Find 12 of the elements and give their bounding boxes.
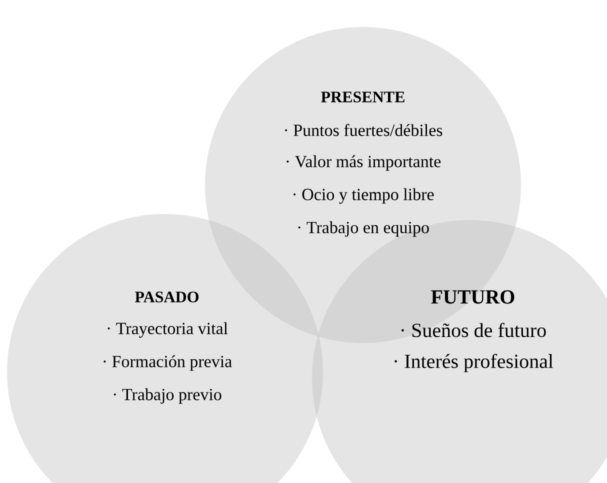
circle-heading: FUTURO [431, 290, 514, 304]
circle-heading: PASADO [134, 292, 199, 302]
list-item: · Trabajo previo [114, 388, 222, 404]
list-item: · Interés profesional [394, 354, 554, 372]
list-item: · Formación previa [104, 355, 232, 371]
list-item: · Sueños de futuro [402, 322, 546, 338]
list-item: · Puntos fuertes/débiles [285, 124, 442, 136]
circle-heading: PRESENTE [321, 92, 404, 102]
list-item: · Ocio y tiempo libre [294, 188, 434, 204]
list-item: · Valor más importante [286, 155, 441, 171]
list-item: · Trabajo en equipo [298, 221, 429, 237]
list-item: · Trayectoria vital [108, 322, 228, 338]
